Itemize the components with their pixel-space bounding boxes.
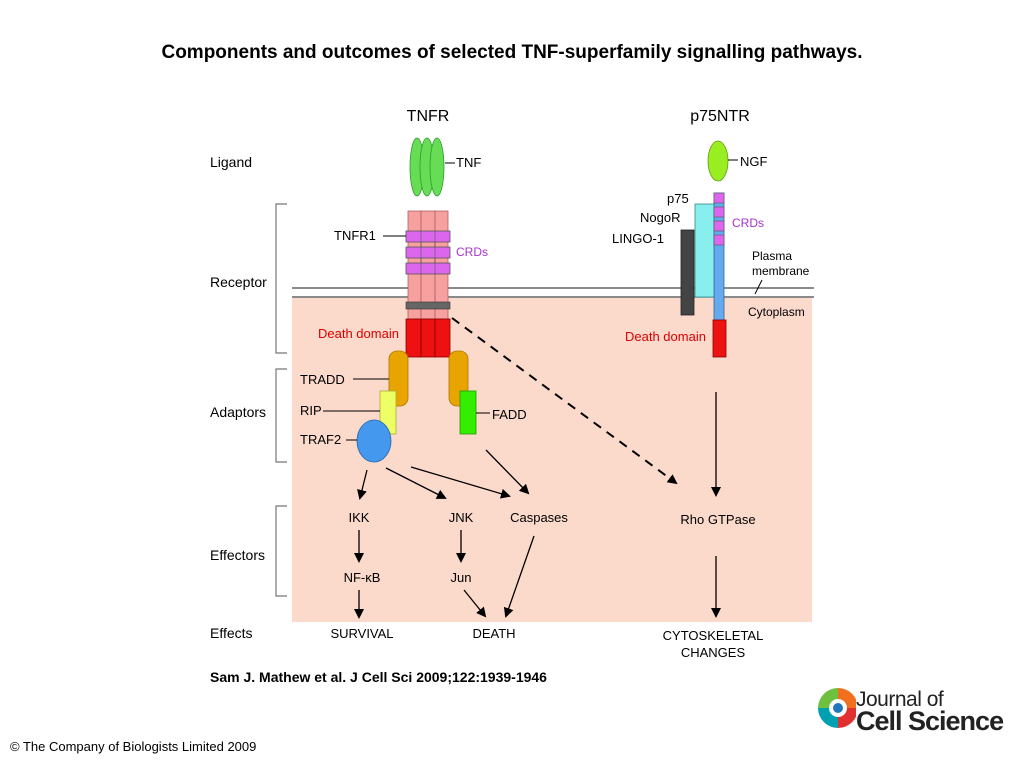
ngf-label: NGF xyxy=(740,154,768,169)
fadd-block xyxy=(459,390,477,435)
adaptors-bracket xyxy=(275,368,287,463)
p75-crd-2 xyxy=(713,206,725,218)
arrow-tnfr-rho-dashed xyxy=(451,317,678,485)
row-label-effects: Effects xyxy=(210,625,253,641)
plasma-label-1: Plasma xyxy=(752,249,792,263)
p75-crd-1 xyxy=(713,192,725,204)
row-label-ligand: Ligand xyxy=(210,154,252,170)
tnfr1-crd-2 xyxy=(405,246,451,259)
tnf-ligand-3 xyxy=(429,137,445,197)
rho-gtpase-label: Rho GTPase xyxy=(680,512,755,527)
tnfr1-crd-3 xyxy=(405,262,451,275)
arrow-caspases-death xyxy=(503,535,535,618)
nfkb-label: NF-κB xyxy=(344,570,381,585)
caspases-label: Caspases xyxy=(510,510,568,525)
jnk-label: JNK xyxy=(449,510,474,525)
row-label-receptor: Receptor xyxy=(210,274,267,290)
death-label: DEATH xyxy=(472,626,515,641)
p75-crd-4 xyxy=(713,234,725,246)
survival-label: SURVIVAL xyxy=(330,626,393,641)
cytoskeletal-label-1: CYTOSKELETAL xyxy=(663,628,764,643)
copyright: © The Company of Biologists Limited 2009 xyxy=(10,739,257,754)
cytoplasm-label: Cytoplasm xyxy=(748,305,805,319)
tnfr1-death-domain-1 xyxy=(405,318,422,358)
journal-logo: Journal of Cell Science xyxy=(816,686,1006,742)
rip-label: RIP xyxy=(300,403,322,418)
arrow-jun-death xyxy=(463,589,487,618)
tnfr1-death-domain-3 xyxy=(434,318,451,358)
ngf-ligand xyxy=(707,140,729,182)
tnfr-crds-label: CRDs xyxy=(456,245,488,259)
fadd-label: FADD xyxy=(492,407,527,422)
p75-death-domain-label: Death domain xyxy=(625,329,706,344)
row-label-effectors: Effectors xyxy=(210,547,265,563)
ikk-label: IKK xyxy=(349,510,370,525)
nogor-receptor xyxy=(694,203,716,298)
cytoskeletal-label-2: CHANGES xyxy=(681,645,746,660)
effectors-bracket xyxy=(275,505,287,597)
tnfr1-transmembrane xyxy=(405,301,451,310)
tnf-label: TNF xyxy=(456,155,481,170)
nogor-label: NogoR xyxy=(640,210,680,225)
journal-logo-icon xyxy=(818,688,856,728)
traf2-label: TRAF2 xyxy=(300,432,341,447)
page-title: Components and outcomes of selected TNF-… xyxy=(161,42,863,63)
tnfr1-crd-1 xyxy=(405,230,451,243)
tnfr1-death-domain-2 xyxy=(420,318,436,358)
p75-crds-label: CRDs xyxy=(732,216,764,230)
receptor-bracket xyxy=(275,203,287,354)
p75-crd-3 xyxy=(713,220,725,232)
arrow-traf2-caspases xyxy=(410,466,511,499)
tnfr-header: TNFR xyxy=(407,108,450,125)
plasma-membrane-leader xyxy=(754,279,763,295)
p75-label: p75 xyxy=(667,191,689,206)
tnfr-death-domain-label: Death domain xyxy=(318,326,399,341)
citation: Sam J. Mathew et al. J Cell Sci 2009;122… xyxy=(210,669,547,685)
arrow-traf2-jnk xyxy=(385,467,447,499)
tnfr1-label: TNFR1 xyxy=(334,228,376,243)
lingo1-receptor xyxy=(680,229,695,316)
logo-line2: Cell Science xyxy=(856,706,1004,736)
p75-death-domain xyxy=(712,319,727,358)
jun-label: Jun xyxy=(451,570,472,585)
logo-line1: Journal of xyxy=(856,688,944,711)
traf2-oval xyxy=(356,419,392,463)
arrow-traf2-ikk xyxy=(357,469,368,500)
plasma-label-2: membrane xyxy=(752,264,810,278)
lingo1-label: LINGO-1 xyxy=(612,231,664,246)
p75ntr-header: p75NTR xyxy=(690,108,750,125)
tradd-label: TRADD xyxy=(300,372,345,387)
row-label-adaptors: Adaptors xyxy=(210,404,266,420)
arrow-fadd-caspases xyxy=(485,449,530,495)
